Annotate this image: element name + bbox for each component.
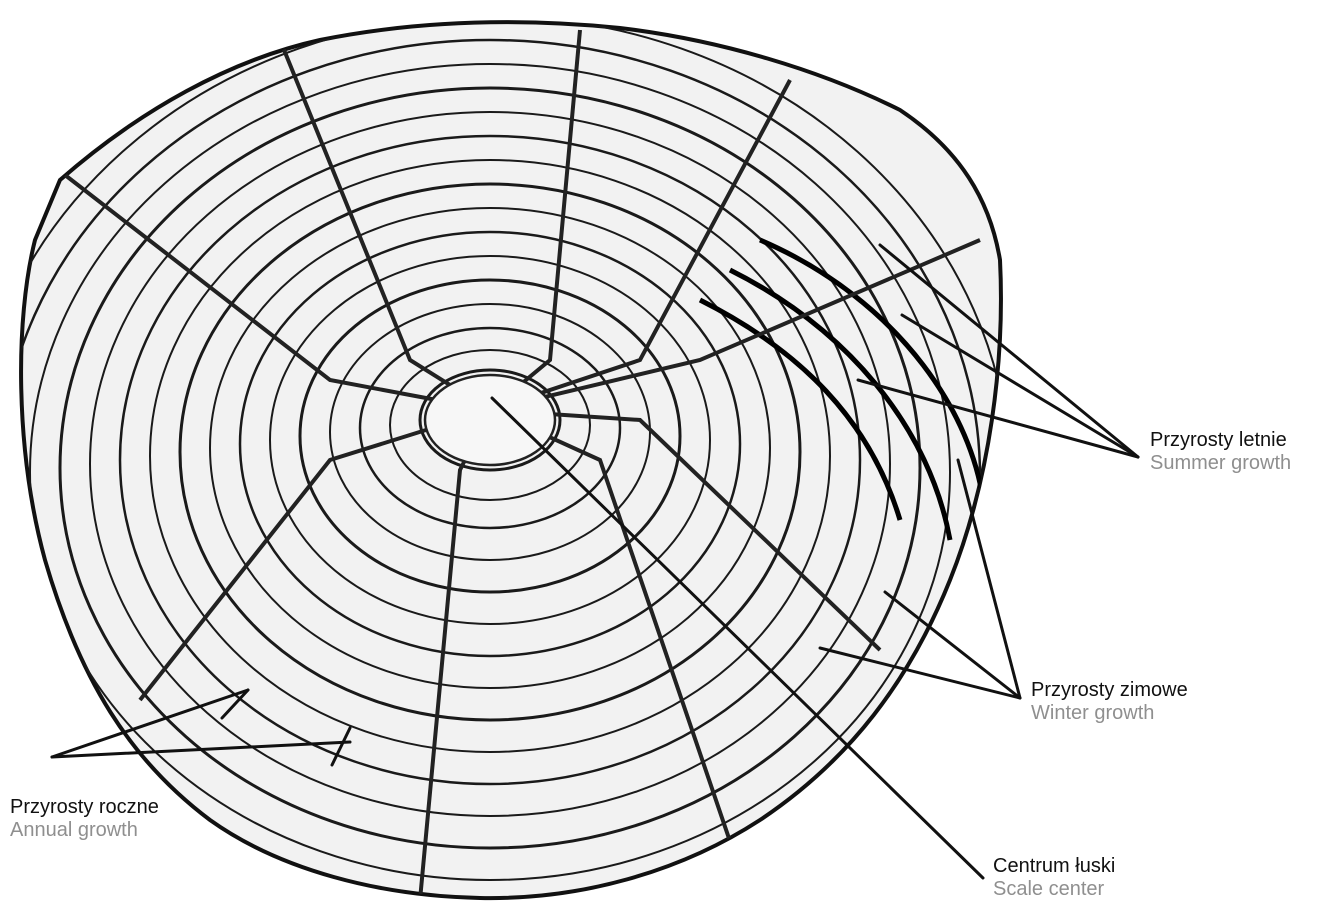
winter-growth-label: Przyrosty zimowe Winter growth <box>1031 679 1188 725</box>
annual-growth-label-en: Annual growth <box>10 819 159 842</box>
summer-growth-label-en: Summer growth <box>1150 452 1291 475</box>
summer-growth-label-pl: Przyrosty letnie <box>1150 429 1291 452</box>
annual-growth-label: Przyrosty roczne Annual growth <box>10 796 159 842</box>
summer-growth-label: Przyrosty letnie Summer growth <box>1150 429 1291 475</box>
winter-growth-label-en: Winter growth <box>1031 702 1188 725</box>
winter-growth-label-pl: Przyrosty zimowe <box>1031 679 1188 702</box>
scale-center-focus <box>425 375 555 465</box>
annual-growth-label-pl: Przyrosty roczne <box>10 796 159 819</box>
scale-center-label-en: Scale center <box>993 878 1115 901</box>
scale-center-label: Centrum łuski Scale center <box>993 855 1115 901</box>
scale-center-label-pl: Centrum łuski <box>993 855 1115 878</box>
